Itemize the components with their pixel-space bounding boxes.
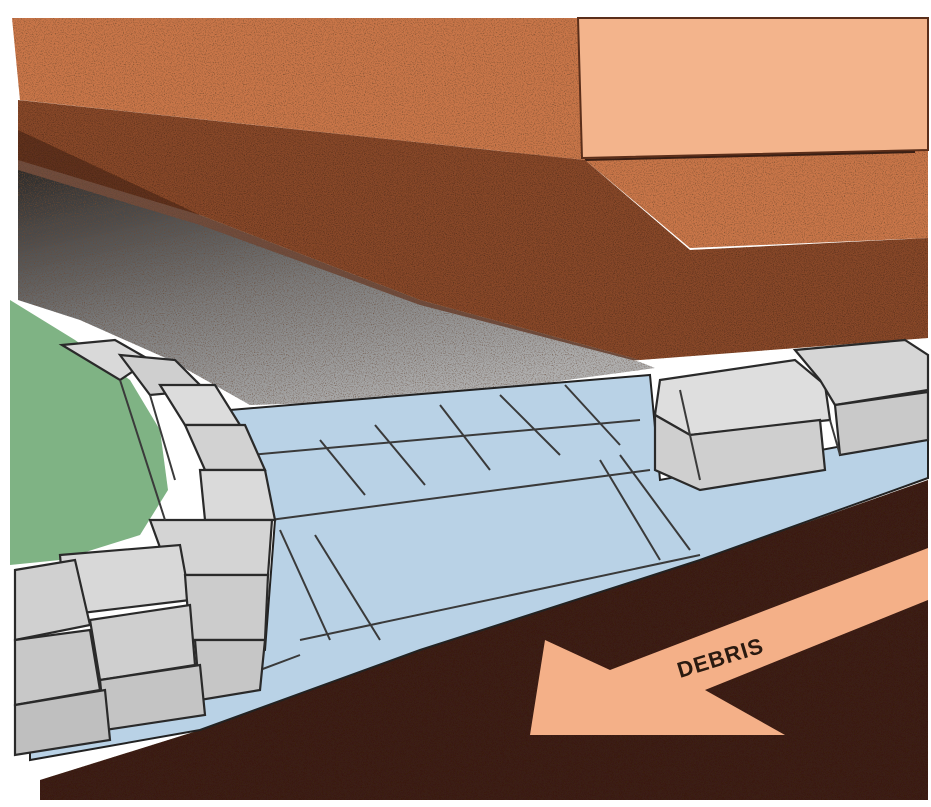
- house-wall: [578, 18, 928, 158]
